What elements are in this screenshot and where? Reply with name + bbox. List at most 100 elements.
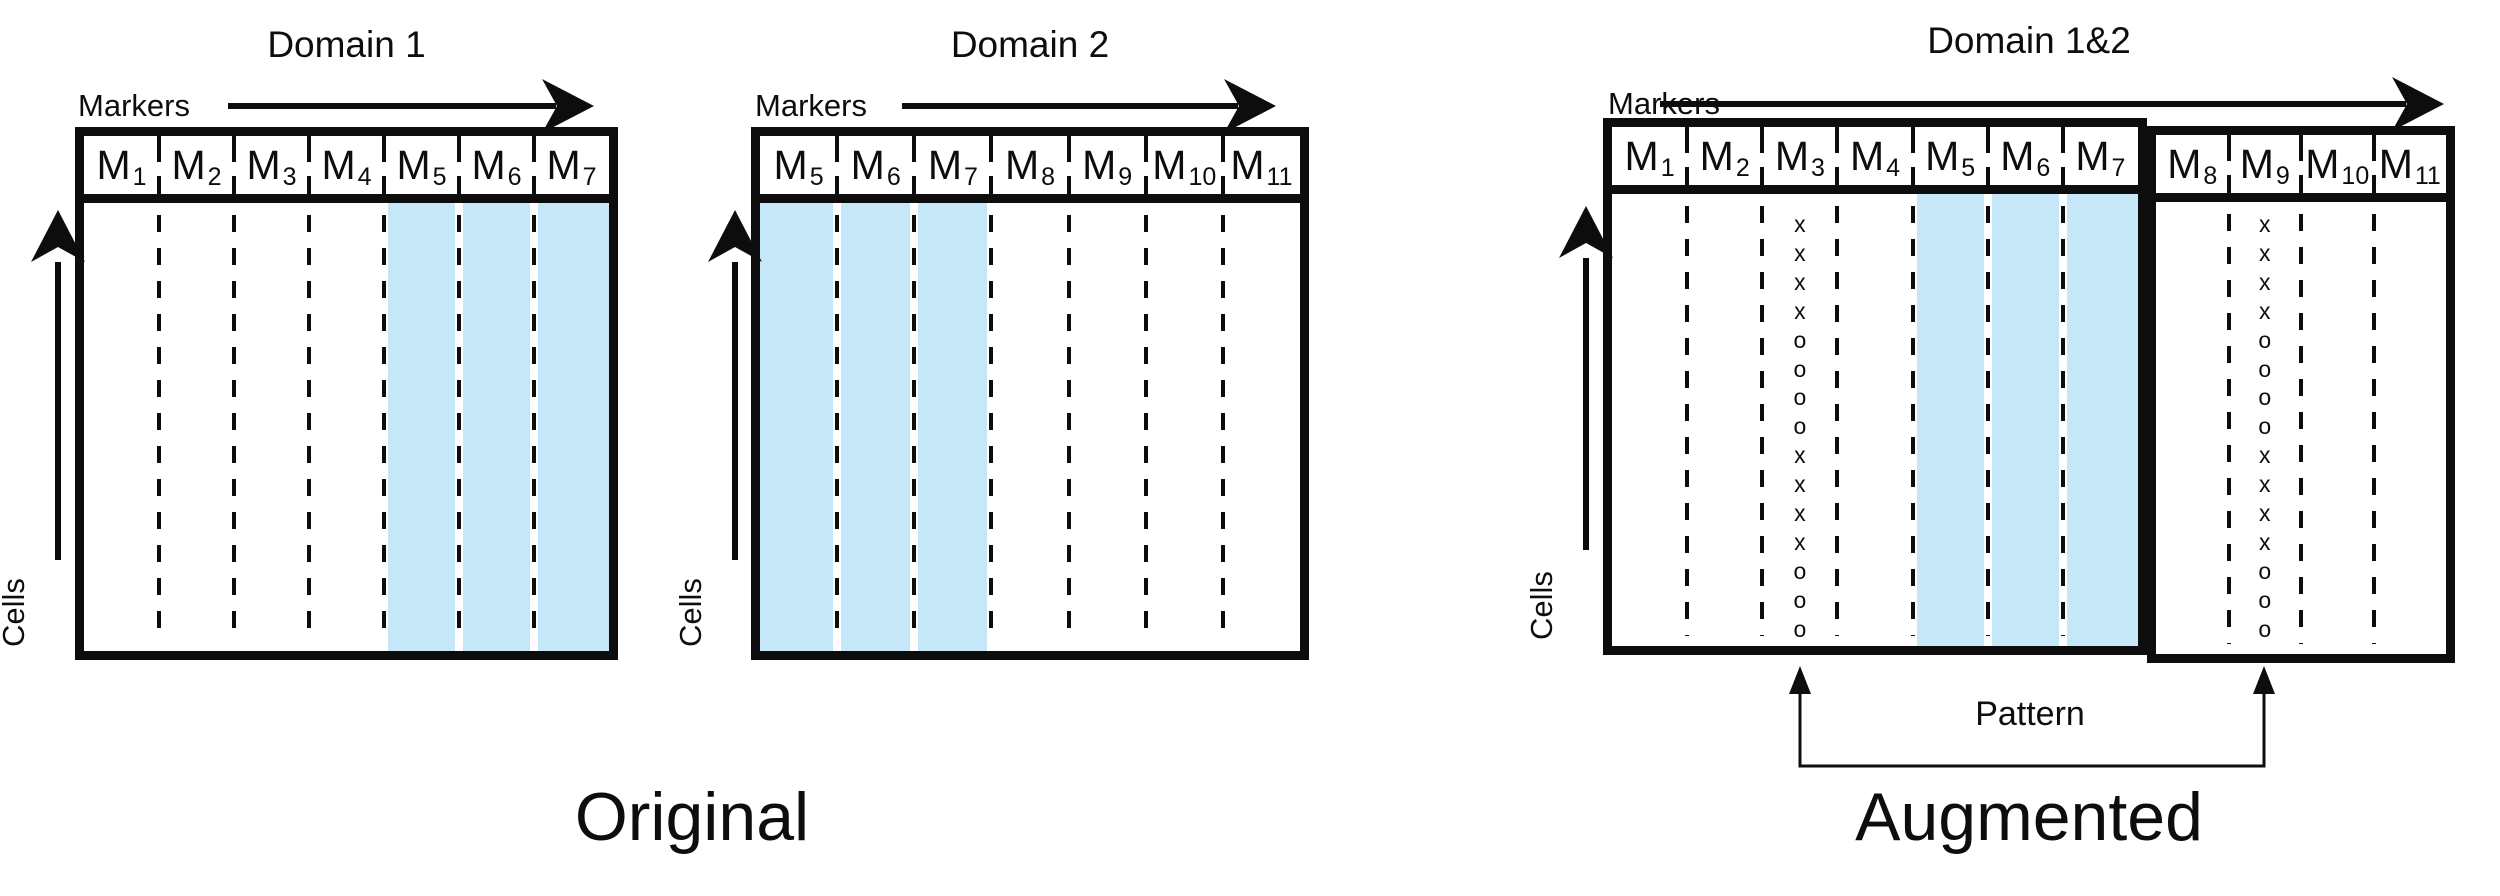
augmented-caption: Augmented xyxy=(1855,779,2203,855)
header-divider xyxy=(156,136,161,194)
header-divider xyxy=(2371,135,2376,193)
marker-label: M xyxy=(1082,141,1117,188)
highlight-column-m5 xyxy=(1916,194,1984,646)
marker-subscript: 11 xyxy=(1266,162,1293,191)
marker-label: M xyxy=(171,141,206,188)
marker-subscript: 2 xyxy=(207,162,222,191)
highlight-column-m6 xyxy=(1991,194,2059,646)
column-divider-dashed xyxy=(1835,206,1840,636)
domain1-markers-axis-label: Markers xyxy=(78,88,190,123)
column-divider-dashed xyxy=(2371,214,2376,644)
column-divider-dashed xyxy=(2060,206,2065,636)
column-divider-dashed xyxy=(1760,206,1765,636)
highlight-column-m6 xyxy=(841,203,911,651)
header-divider xyxy=(1685,127,1690,185)
domain1-body xyxy=(84,203,609,651)
marker-label: M xyxy=(2000,132,2035,179)
domain2-cells-axis-label: Cells xyxy=(673,578,708,647)
marker-label: M xyxy=(1774,132,1809,179)
pattern-column-m3: x x x x o o o o x x x x o o o xyxy=(1793,211,1807,642)
header-divider xyxy=(912,136,917,194)
augmented-right-body: x x x x o o o o x x x x o o o xyxy=(2156,202,2446,654)
marker-label: M xyxy=(2075,132,2110,179)
column-divider-dashed xyxy=(1220,215,1225,641)
domain1-markers-right-arrow-icon xyxy=(228,79,594,133)
marker-subscript: 2 xyxy=(1735,153,1750,182)
marker-subscript: 5 xyxy=(809,162,824,191)
marker-label: M xyxy=(1152,141,1187,188)
column-divider-dashed xyxy=(2299,214,2303,644)
marker-subscript: 1 xyxy=(132,162,147,191)
column-divider-dashed xyxy=(156,215,161,641)
column-divider-dashed xyxy=(231,215,236,641)
domain2-body xyxy=(760,203,1300,651)
header-divider xyxy=(1220,136,1225,194)
pattern-label: Pattern xyxy=(1975,695,2085,733)
marker-label: M xyxy=(1624,132,1659,179)
marker-subscript: 3 xyxy=(282,162,297,191)
augmented-title: Domain 1&2 xyxy=(1927,20,2131,61)
marker-subscript: 6 xyxy=(886,162,901,191)
header-divider xyxy=(1835,127,1840,185)
marker-label: M xyxy=(396,141,431,188)
domain2-title: Domain 2 xyxy=(950,24,1110,65)
column-divider-dashed xyxy=(381,215,386,641)
highlight-column-m5 xyxy=(387,203,455,651)
pattern-up-arrow-icon xyxy=(2253,666,2275,694)
header-divider xyxy=(989,136,994,194)
highlight-column-m5 xyxy=(760,203,834,651)
marker-label: M xyxy=(96,141,131,188)
domain2-markers-axis-label: Markers xyxy=(755,88,867,123)
column-divider-dashed xyxy=(1685,206,1690,636)
marker-subscript: 5 xyxy=(1961,153,1976,182)
marker-label: M xyxy=(246,141,281,188)
marker-label: M xyxy=(773,141,808,188)
marker-label: M xyxy=(1849,132,1885,179)
marker-label: M xyxy=(2167,140,2202,187)
marker-subscript: 8 xyxy=(1041,162,1056,191)
header-divider xyxy=(1985,127,1990,185)
column-divider-dashed xyxy=(532,215,536,641)
marker-subscript: 7 xyxy=(582,162,597,191)
column-divider-dashed xyxy=(912,215,917,641)
header-divider xyxy=(2226,135,2231,193)
header-divider xyxy=(1143,136,1148,194)
marker-subscript: 1 xyxy=(1660,153,1675,182)
marker-subscript: 9 xyxy=(1118,162,1133,191)
domain2-markers-right-arrow-icon xyxy=(902,79,1276,133)
highlight-column-m7 xyxy=(538,203,609,651)
pattern-up-arrow-icon xyxy=(1789,666,1811,694)
marker-subscript: 6 xyxy=(507,162,522,191)
header-divider xyxy=(457,136,461,194)
marker-label: M xyxy=(2305,140,2340,187)
header-divider xyxy=(2299,135,2303,193)
marker-subscript: 8 xyxy=(2203,161,2218,190)
original-caption: Original xyxy=(574,779,810,855)
marker-label: M xyxy=(321,141,356,188)
marker-label: M xyxy=(2378,140,2413,187)
header-divider xyxy=(532,136,536,194)
column-divider-dashed xyxy=(1066,215,1071,641)
marker-label: M xyxy=(1230,141,1265,188)
marker-label: M xyxy=(927,141,962,188)
marker-subscript: 7 xyxy=(2111,153,2126,182)
column-divider-dashed xyxy=(307,215,311,641)
domain1-title: Domain 1 xyxy=(267,24,426,65)
